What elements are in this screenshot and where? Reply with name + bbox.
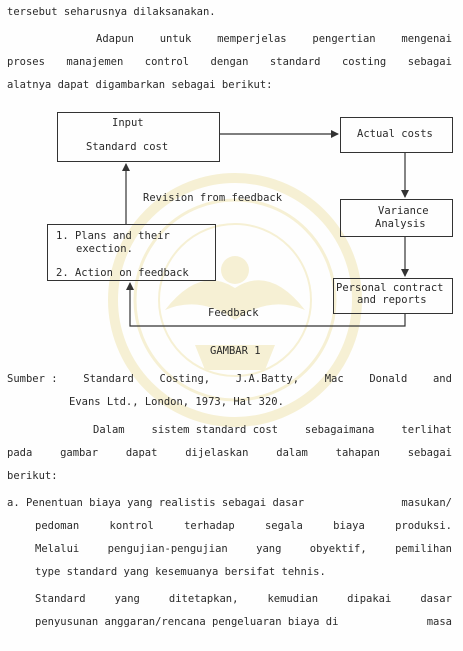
plans-line: exection.: [76, 243, 133, 255]
word: memperjelas: [217, 33, 287, 45]
word: pengertian: [312, 33, 376, 45]
word: untuk: [159, 33, 192, 45]
word: dapat: [125, 447, 158, 459]
paragraph-line: proses manajemen control dengan standard…: [7, 56, 452, 69]
list-item-line: pedoman kontrol terhadap segala biaya pr…: [35, 520, 452, 533]
list-item-line: type standard yang kesemuanya bersifat t…: [35, 566, 326, 578]
paragraph-line: tersebut seharusnya dilaksanakan.: [7, 6, 216, 18]
variance-label: Variance: [378, 205, 429, 217]
list-item-line: a. Penentuan biaya yang realistis sebaga…: [7, 497, 452, 510]
variance-analysis-box: [340, 199, 453, 237]
analysis-label: Analysis: [375, 218, 426, 230]
word: costing: [341, 56, 387, 68]
word: Mac: [324, 373, 344, 385]
standard-cost-label: Standard cost: [86, 141, 169, 153]
word: yang: [114, 593, 140, 605]
word: obyektif,: [309, 543, 367, 555]
paragraph-line: berikut:: [7, 470, 58, 482]
word: pengujian-pengujian: [107, 543, 228, 555]
word: Adapun: [96, 33, 134, 45]
actual-costs-box: [340, 117, 453, 153]
word: control: [144, 56, 190, 68]
list-item-line: Standard yang ditetapkan, kemudian dipak…: [35, 593, 452, 606]
word: J.A.Batty,: [235, 373, 300, 385]
plans-line: 2. Action on feedback: [56, 267, 189, 279]
word: manajemen: [66, 56, 124, 68]
plans-line: 1. Plans and their: [56, 230, 170, 242]
word: pedoman: [35, 520, 80, 532]
word: gambar: [60, 447, 99, 459]
list-item-line: Melalui pengujian-pengujian yang obyekti…: [35, 543, 452, 556]
word: sebagai: [407, 447, 452, 459]
word: dengan: [210, 56, 249, 68]
word: Standard: [35, 593, 86, 605]
word: standard: [269, 56, 321, 68]
word: Dalam: [93, 424, 125, 436]
word: a. Penentuan biaya yang realistis sebaga…: [7, 497, 305, 509]
word: Sumber :: [7, 373, 58, 385]
revision-label: Revision from feedback: [143, 192, 283, 204]
list-item-line: penyusunan anggaran/rencana pengeluaran …: [35, 616, 452, 629]
word: and: [432, 373, 452, 385]
input-standard-cost-box: [57, 112, 220, 162]
word: sebagaimana: [304, 424, 375, 436]
plans-action-box: [47, 224, 216, 281]
source-line: Sumber : Standard Costing, J.A.Batty, Ma…: [7, 373, 452, 386]
word: Melalui: [35, 543, 80, 555]
word: proses: [7, 56, 45, 68]
input-label: Input: [112, 117, 144, 129]
figure-caption: GAMBAR 1: [210, 345, 261, 357]
paragraph-line: Dalam sistem standard cost sebagaimana t…: [93, 424, 452, 437]
word: mengenai: [401, 33, 452, 45]
paragraph-line: Adapun untuk memperjelas pengertian meng…: [96, 33, 452, 46]
word: Costing,: [159, 373, 211, 385]
word: terlihat: [401, 424, 452, 436]
word: terhadap: [184, 520, 235, 532]
actual-costs-label: Actual costs: [357, 128, 433, 140]
word: dalam: [276, 447, 308, 459]
word: pemilihan: [395, 543, 452, 555]
word: produksi.: [395, 520, 452, 532]
paragraph-line: alatnya dapat digambarkan sebagai beriku…: [7, 79, 273, 91]
word: yang: [256, 543, 282, 555]
word: tahapan: [335, 447, 380, 459]
feedback-label: Feedback: [208, 307, 259, 319]
word: penyusunan anggaran/rencana pengeluaran …: [35, 616, 339, 628]
reports-label: and reports: [357, 294, 427, 306]
word: pada: [7, 447, 33, 459]
word: dasar: [420, 593, 452, 605]
word: dipakai: [347, 593, 392, 605]
source-line: Evans Ltd., London, 1973, Hal 320.: [69, 396, 284, 408]
word: kontrol: [109, 520, 154, 532]
word: masa: [426, 616, 452, 628]
word: masukan/: [401, 497, 452, 509]
university-seal-watermark: [108, 173, 362, 427]
word: sistem standard cost: [151, 424, 278, 436]
word: ditetapkan,: [168, 593, 239, 605]
word: Donald: [369, 373, 408, 385]
word: segala: [264, 520, 303, 532]
word: Standard: [83, 373, 134, 385]
word: sebagai: [407, 56, 452, 68]
paragraph-line: pada gambar dapat dijelaskan dalam tahap…: [7, 447, 452, 460]
word: kemudian: [267, 593, 319, 605]
word: dijelaskan: [185, 447, 249, 459]
word: biaya: [333, 520, 365, 532]
